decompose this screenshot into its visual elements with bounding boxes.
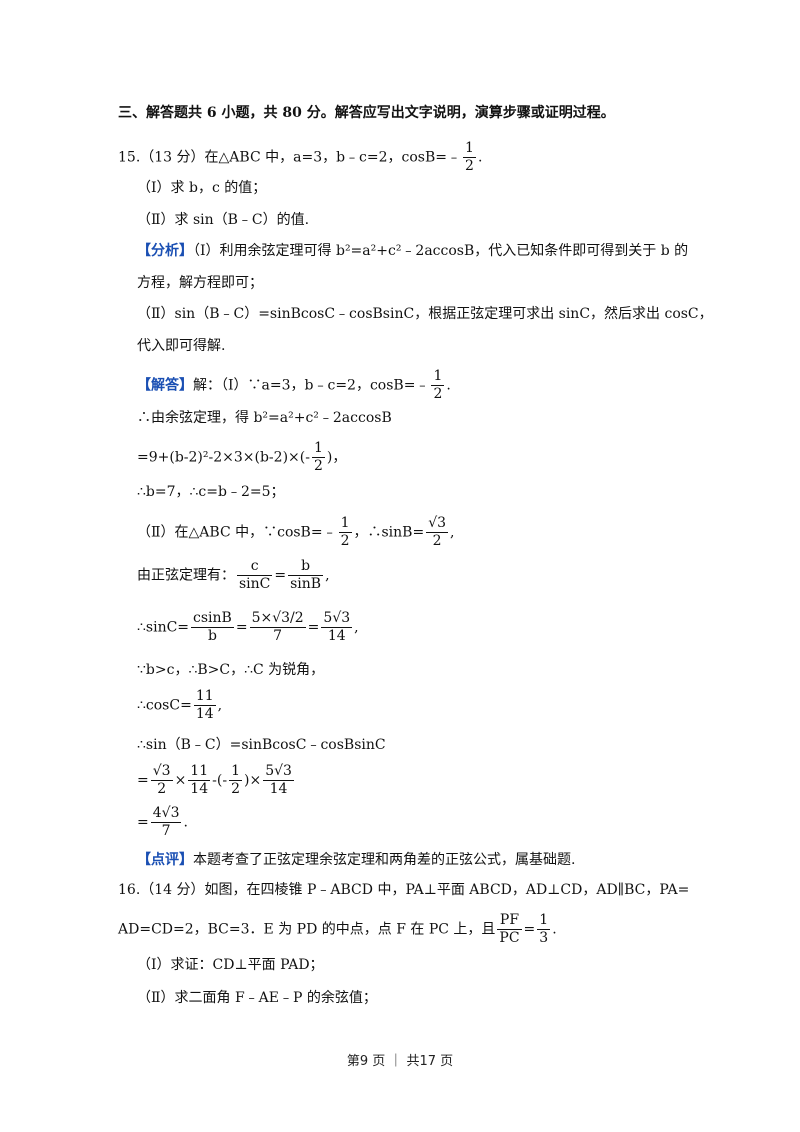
q15-stem-text: 15.（13 分）在△ABC 中，a=3，b﹣c=2，cosB=﹣ — [118, 149, 462, 166]
q15-part1: （Ⅰ）求 b，c 的值； — [137, 180, 267, 196]
page-footer: 第9 页 ｜ 共17 页 — [346, 1054, 454, 1069]
analysis-line-3: （Ⅱ）sin（B﹣C）=sinBcosC﹣cosBsinC，根据正弦定理可求出 … — [137, 306, 713, 322]
analysis-tag: 【分析】 — [137, 243, 193, 259]
answer-line-8: ∵b>c，∴B>C，∴C 为锐角， — [137, 662, 325, 678]
answer-line-4: ∴b=7，∴c=b﹣2=5； — [137, 484, 285, 500]
q16-part1: （Ⅰ）求证：CD⊥平面 PAD； — [137, 957, 324, 973]
answer-tag: 【解答】 — [137, 377, 193, 394]
analysis-line-2: 方程，解方程即可； — [137, 275, 263, 291]
section-heading: 三、解答题共 6 小题，共 80 分。解答应写出文字说明，演算步骤或证明过程。 — [118, 105, 615, 121]
analysis-line-1: 【分析】（Ⅰ）利用余弦定理可得 b²=a²+c²﹣2accosB，代入已知条件即… — [137, 243, 689, 259]
answer-line-2: ∴由余弦定理，得 b²=a²+c²﹣2accosB — [137, 410, 392, 426]
q15-part2: （Ⅱ）求 sin（B﹣C）的值. — [137, 212, 310, 228]
analysis-line-4: 代入即可得解. — [137, 338, 226, 354]
comment-tag: 【点评】 — [137, 852, 193, 868]
comment-line: 【点评】本题考查了正弦定理余弦定理和两角差的正弦公式，属基础题. — [137, 852, 576, 868]
q16-line-1: 16.（14 分）如图，在四棱锥 P﹣ABCD 中，PA⊥平面 ABCD，AD⊥… — [118, 882, 690, 898]
answer-line-10: ∴sin（B﹣C）=sinBcosC﹣cosBsinC — [137, 737, 386, 753]
q16-part2: （Ⅱ）求二面角 F﹣AE﹣P 的余弦值； — [137, 990, 377, 1006]
